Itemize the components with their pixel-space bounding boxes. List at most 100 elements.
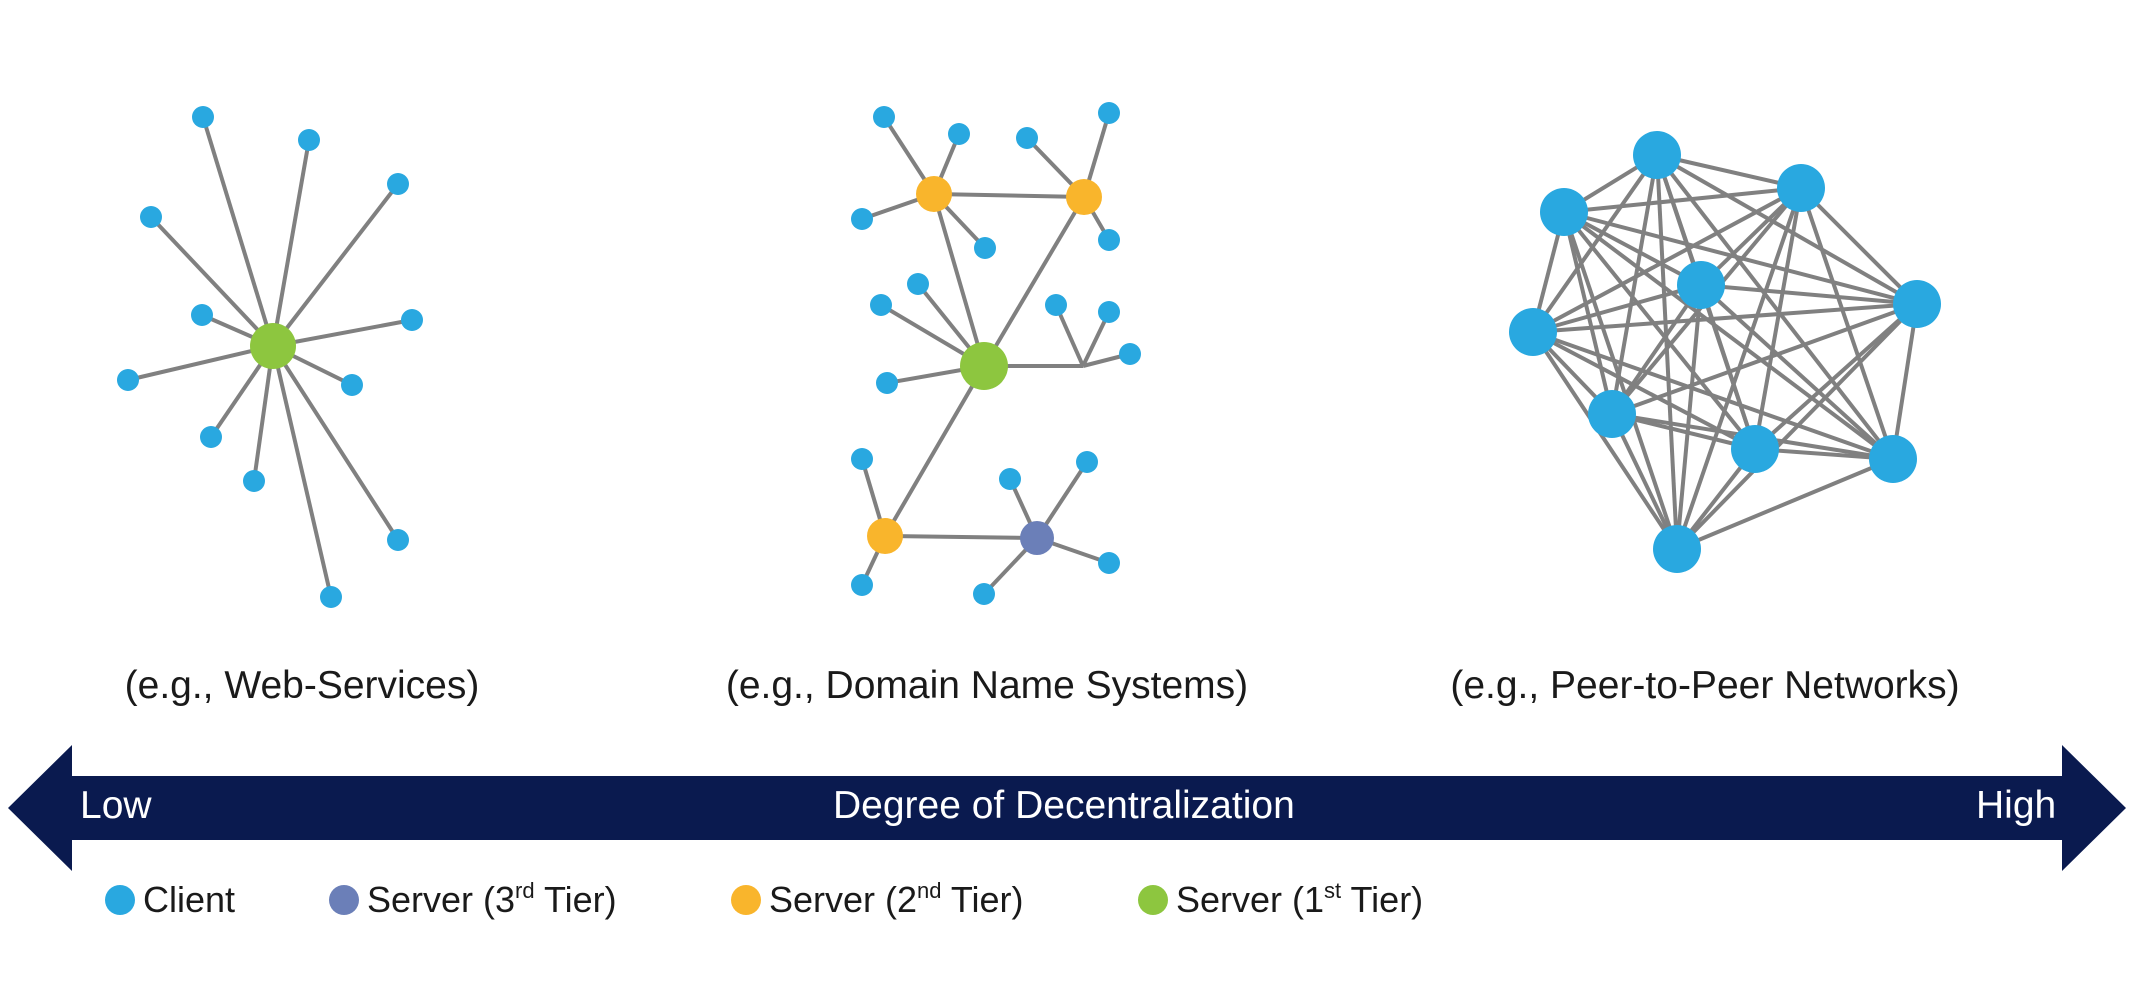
edge-line — [127, 344, 274, 382]
caption-centralized: (e.g., Web-Services) — [124, 664, 480, 707]
edge-line — [1531, 330, 1679, 551]
edge-line — [884, 534, 1038, 540]
edge-line — [1655, 153, 1895, 461]
server-tier3-node — [1020, 521, 1054, 555]
client-node — [974, 237, 996, 259]
client-node — [851, 208, 873, 230]
edge-line — [1799, 186, 1919, 306]
client-node — [1119, 343, 1141, 365]
edge-line — [1699, 283, 1895, 461]
peer-node — [1677, 261, 1725, 309]
client-node — [387, 173, 409, 195]
edge-line — [271, 139, 311, 347]
peer-node — [1777, 164, 1825, 212]
edge-line — [1700, 283, 1918, 306]
peer-node — [1731, 425, 1779, 473]
client-node — [341, 374, 363, 396]
server-tier1-node — [960, 342, 1008, 390]
client-node — [1045, 294, 1067, 316]
peer-node — [1893, 280, 1941, 328]
legend-server-tier2: Server (2nd Tier) — [731, 878, 1024, 920]
legend-tier1-label: Server (1st Tier) — [1176, 878, 1424, 920]
legend-server-tier3: Server (3rd Tier) — [329, 878, 617, 920]
peer-node — [1540, 188, 1588, 236]
client-node — [320, 586, 342, 608]
peer-node — [1633, 131, 1681, 179]
client-node — [191, 304, 213, 326]
edge-line — [883, 364, 986, 538]
client-node — [117, 369, 139, 391]
edge-line — [271, 345, 333, 598]
caption-distributed: (e.g., Domain Name Systems) — [725, 664, 1249, 707]
client-node — [1098, 301, 1120, 323]
edge-line — [1753, 302, 1919, 451]
edge-line — [149, 215, 275, 348]
edge-line — [271, 182, 400, 348]
edge-line — [1563, 210, 1918, 306]
edge-line — [982, 195, 1086, 368]
edge-line — [1610, 283, 1703, 416]
client-node — [1098, 229, 1120, 251]
edge-line — [1563, 210, 1702, 287]
client-node — [948, 123, 970, 145]
client-node — [999, 468, 1021, 490]
edge-line — [1699, 284, 1757, 450]
client-node — [851, 574, 873, 596]
edge-line — [1562, 211, 1679, 550]
peer-node — [1653, 525, 1701, 573]
server-tier2-node — [916, 176, 952, 212]
client-node — [973, 583, 995, 605]
client-node — [387, 529, 409, 551]
client-node — [401, 309, 423, 331]
client-node — [140, 206, 162, 228]
legend-client-label: Client — [143, 879, 236, 920]
client-node — [907, 273, 929, 295]
decentralized-network — [1509, 131, 1941, 573]
client-node — [200, 426, 222, 448]
edge-line — [1610, 154, 1659, 415]
edge-line — [271, 344, 400, 542]
server-tier2-node — [1066, 179, 1102, 215]
edge-line — [1656, 153, 1802, 190]
client-node — [1016, 127, 1038, 149]
tier1-server-dot-icon — [1138, 885, 1168, 915]
client-node — [298, 129, 320, 151]
distributed-network — [851, 102, 1141, 605]
legend-client: Client — [105, 879, 236, 920]
client-node — [1098, 552, 1120, 574]
client-node — [192, 106, 214, 128]
decentralization-arrow — [8, 745, 2126, 871]
legend-tier2-label: Server (2nd Tier) — [769, 878, 1024, 920]
edge-line — [1563, 186, 1802, 214]
client-node — [876, 372, 898, 394]
edge-line — [1562, 210, 1895, 461]
tier2-server-dot-icon — [731, 885, 761, 915]
edge-line — [1611, 302, 1918, 416]
tier3-server-dot-icon — [329, 885, 359, 915]
edge-line — [1532, 330, 1894, 461]
edge-line — [1562, 210, 1757, 451]
client-node — [1076, 451, 1098, 473]
client-node — [851, 448, 873, 470]
edge-line — [1891, 303, 1919, 460]
client-node — [243, 470, 265, 492]
edge-line — [201, 116, 275, 347]
edge-line — [1532, 283, 1702, 334]
client-node — [1098, 102, 1120, 124]
edge-line — [1532, 186, 1802, 334]
legend-server-tier1: Server (1st Tier) — [1138, 878, 1424, 920]
edge-line — [1054, 304, 1085, 367]
legend-tier3-label: Server (3rd Tier) — [367, 878, 617, 920]
axis-title: Degree of Decentralization — [833, 784, 1295, 827]
edge-line — [1675, 284, 1703, 550]
client-dot-icon — [105, 885, 135, 915]
edge-line — [1532, 302, 1918, 334]
peer-node — [1509, 308, 1557, 356]
edge-line — [1531, 153, 1659, 334]
edge-line — [933, 192, 1085, 199]
client-node — [873, 106, 895, 128]
peer-node — [1869, 435, 1917, 483]
axis-high-label: High — [1976, 784, 2057, 827]
centralized-network — [117, 106, 423, 608]
